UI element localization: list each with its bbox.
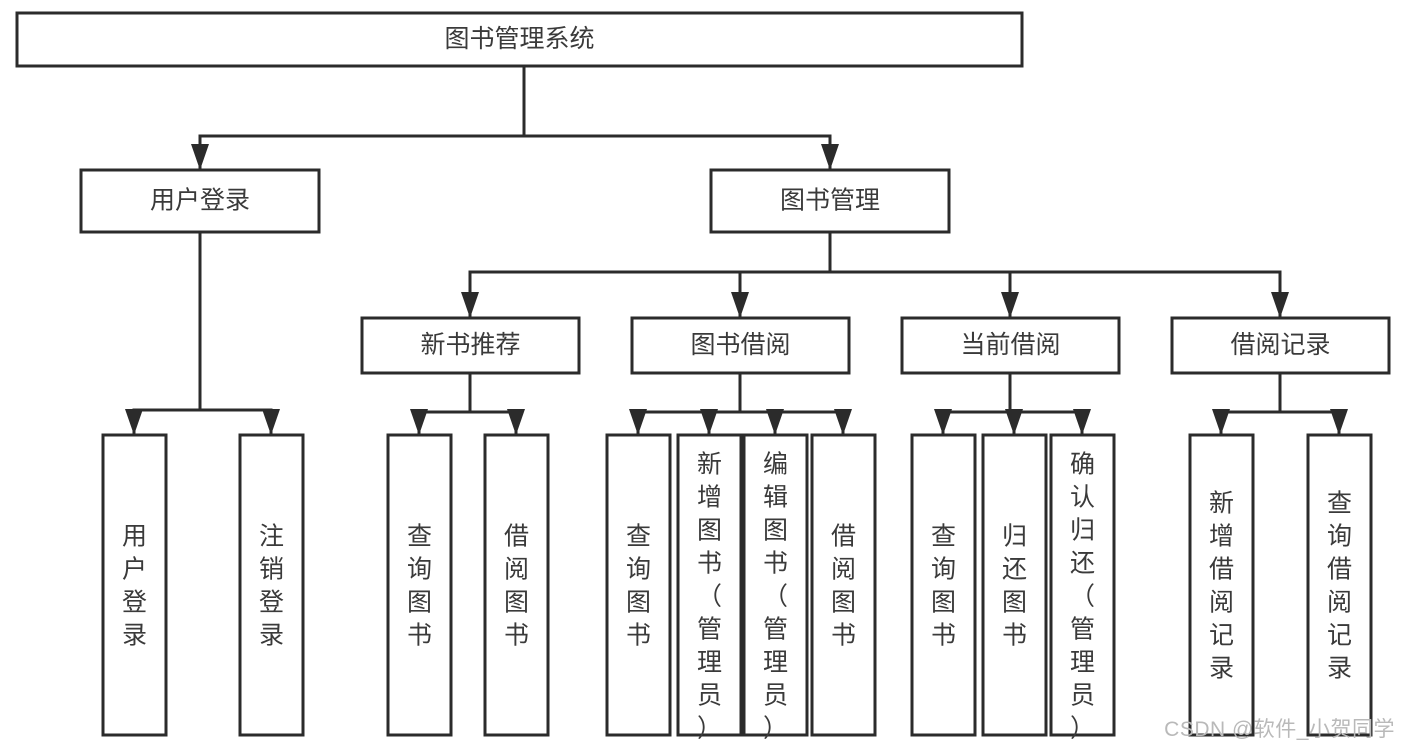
node-box[interactable] [981, 433, 1048, 737]
node-label: 新书推荐 [420, 331, 520, 359]
node-label: 图书管理 [780, 187, 880, 215]
arrow-head-icon [629, 409, 647, 435]
arrow-head-icon [1001, 292, 1019, 318]
node-label: 借阅记录 [1230, 331, 1330, 359]
node-label: 新增借阅记录 [1209, 490, 1234, 683]
node-label: 图书管理系统 [444, 25, 594, 53]
arrow-head-icon [410, 409, 428, 435]
node-borrow-book-2[interactable]: 借阅图书 [810, 433, 877, 737]
node-box[interactable] [483, 433, 550, 737]
arrow-head-icon [700, 409, 718, 435]
node-book-borrow[interactable]: 图书借阅 [630, 316, 851, 375]
node-add-borrow-record[interactable]: 新增借阅记录 [1188, 433, 1255, 737]
node-label: 注销登录 [259, 523, 284, 650]
connector-layer [125, 64, 1348, 435]
node-box[interactable] [605, 433, 672, 737]
node-query-book-3[interactable]: 查询图书 [910, 433, 977, 737]
arrow-head-icon [1005, 409, 1023, 435]
node-add-book-admin[interactable]: 新增图书（管理员） [676, 433, 743, 743]
node-box[interactable] [101, 433, 168, 737]
node-box[interactable] [1170, 316, 1391, 375]
node-query-borrow-record[interactable]: 查询借阅记录 [1306, 433, 1373, 737]
arrow-head-icon [507, 409, 525, 435]
arrow-head-icon [125, 409, 143, 435]
node-label: 当前借阅 [960, 331, 1060, 359]
node-label: 图书借阅 [690, 331, 790, 359]
node-box[interactable] [360, 316, 581, 375]
node-new-book-recommend[interactable]: 新书推荐 [360, 316, 581, 375]
node-box[interactable] [79, 168, 321, 234]
node-current-borrow[interactable]: 当前借阅 [900, 316, 1121, 375]
node-label: 查询图书 [626, 523, 651, 650]
node-label: 借阅图书 [831, 523, 856, 650]
node-borrow-record[interactable]: 借阅记录 [1170, 316, 1391, 375]
node-query-book-1[interactable]: 查询图书 [386, 433, 453, 737]
node-box[interactable] [810, 433, 877, 737]
arrow-head-icon [821, 144, 839, 170]
node-box[interactable] [1049, 433, 1116, 737]
node-box[interactable] [386, 433, 453, 737]
node-user-login[interactable]: 用户登录 [79, 168, 321, 234]
arrow-head-icon [461, 292, 479, 318]
node-label: 编辑图书（管理员） [763, 451, 788, 743]
node-label: 新增图书（管理员） [697, 451, 722, 743]
node-book-manage[interactable]: 图书管理 [709, 168, 951, 234]
arrow-head-icon [191, 144, 209, 170]
arrow-head-icon [731, 292, 749, 318]
node-root[interactable]: 图书管理系统 [15, 11, 1024, 68]
node-query-book-2[interactable]: 查询图书 [605, 433, 672, 737]
node-user-login-leaf[interactable]: 用户登录 [101, 433, 168, 737]
node-label: 查询图书 [407, 523, 432, 650]
arrow-head-icon [766, 409, 784, 435]
node-confirm-return-admin[interactable]: 确认归还（管理员） [1049, 433, 1116, 743]
node-box[interactable] [900, 316, 1121, 375]
arrow-head-icon [262, 409, 280, 435]
node-label: 借阅图书 [504, 523, 529, 650]
node-box[interactable] [709, 168, 951, 234]
node-box[interactable] [15, 11, 1024, 68]
node-box[interactable] [676, 433, 743, 737]
node-label: 归还图书 [1002, 523, 1027, 650]
node-label: 确认归还（管理员） [1070, 451, 1095, 743]
node-label: 查询图书 [931, 523, 956, 650]
node-edit-book-admin[interactable]: 编辑图书（管理员） [742, 433, 809, 743]
node-user-logout-leaf[interactable]: 注销登录 [238, 433, 305, 737]
node-box[interactable] [630, 316, 851, 375]
node-label: 用户登录 [122, 523, 147, 650]
node-return-book[interactable]: 归还图书 [981, 433, 1048, 737]
node-layer: 图书管理系统用户登录图书管理新书推荐图书借阅当前借阅借阅记录用户登录注销登录查询… [15, 11, 1391, 743]
node-box[interactable] [1188, 433, 1255, 737]
arrow-head-icon [834, 409, 852, 435]
node-box[interactable] [742, 433, 809, 737]
arrow-head-icon [1271, 292, 1289, 318]
arrow-head-icon [934, 409, 952, 435]
arrow-head-icon [1212, 409, 1230, 435]
node-label: 查询借阅记录 [1327, 490, 1352, 683]
arrow-head-icon [1330, 409, 1348, 435]
node-borrow-book-1[interactable]: 借阅图书 [483, 433, 550, 737]
arrow-head-icon [1073, 409, 1091, 435]
node-box[interactable] [238, 433, 305, 737]
node-label: 用户登录 [150, 187, 250, 215]
node-box[interactable] [1306, 433, 1373, 737]
node-box[interactable] [910, 433, 977, 737]
